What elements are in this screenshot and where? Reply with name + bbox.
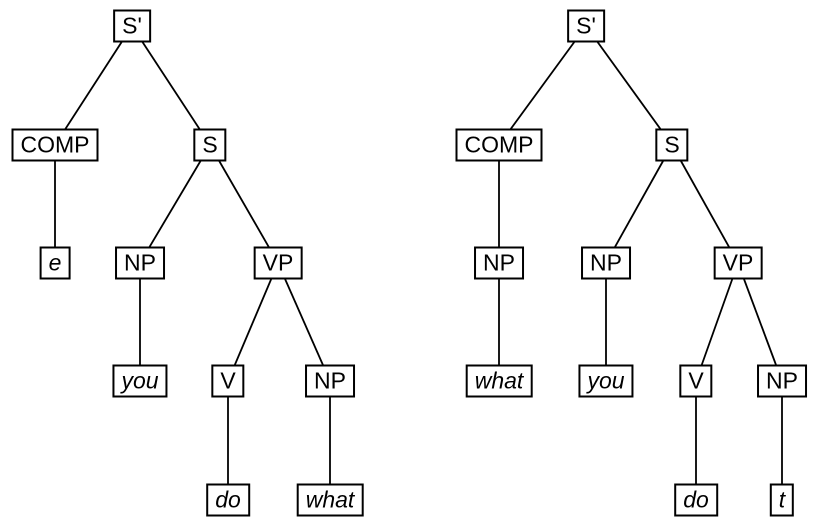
tree-node-right-np-obj: NP [757, 364, 807, 398]
tree-edge-left-s-np-subj [139, 144, 211, 264]
tree-node-left-sbar: S' [113, 9, 151, 43]
tree-node-right-np-subj: NP [581, 246, 631, 280]
tree-node-right-np-wh: NP [474, 246, 524, 280]
tree-node-left-np-obj: NP [305, 364, 355, 398]
tree-node-left-np-subj: NP [115, 246, 165, 280]
tree-node-right-you: you [578, 364, 634, 398]
tree-edge-right-s-np-subj [605, 144, 673, 264]
tree-node-right-s: S [655, 128, 689, 162]
tree-node-left-comp: COMP [11, 128, 99, 162]
tree-node-right-what: what [465, 364, 533, 398]
tree-edge-right-vp-np-obj [737, 262, 783, 382]
tree-edge-right-s-vp [671, 144, 739, 264]
tree-node-right-sbar: S' [567, 9, 605, 43]
tree-edge-left-vp-np-obj [277, 262, 331, 382]
tree-node-left-s: S [193, 128, 227, 162]
tree-edge-right-sbar-s [585, 25, 673, 146]
tree-node-right-comp: COMP [455, 128, 543, 162]
tree-node-left-vp: VP [253, 246, 303, 280]
tree-node-right-vp: VP [713, 246, 763, 280]
tree-edge-left-sbar-s [131, 25, 211, 146]
tree-node-left-you: you [112, 364, 168, 398]
tree-edge-right-vp-v [695, 262, 739, 382]
tree-edge-left-vp-v [227, 262, 279, 382]
tree-node-left-e: e [39, 246, 71, 280]
tree-node-right-do: do [674, 483, 718, 517]
tree-edge-left-s-vp [209, 144, 279, 264]
tree-node-left-what: what [296, 483, 364, 517]
tree-edge-left-sbar-comp [54, 25, 133, 146]
tree-node-left-v: V [211, 364, 245, 398]
tree-edge-right-sbar-comp [498, 25, 587, 146]
tree-node-right-v: V [679, 364, 713, 398]
tree-node-left-do: do [206, 483, 250, 517]
tree-node-right-t: t [769, 483, 795, 517]
